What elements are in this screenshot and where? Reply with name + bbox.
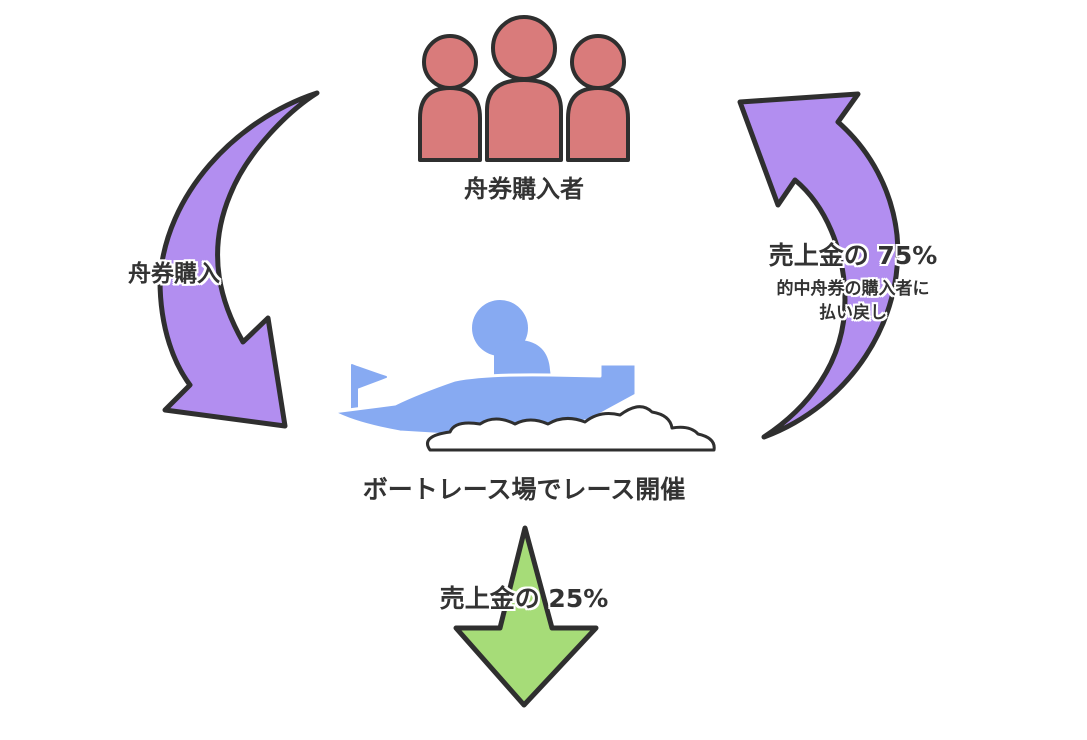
curved-arrow-up-icon	[737, 91, 901, 440]
buyers-label: 舟券購入者	[464, 175, 584, 203]
race-label: ボートレース場でレース開催	[362, 475, 686, 504]
purchase-label: 舟券購入	[128, 261, 220, 287]
payout-sub1-label: 的中舟券の購入者に	[776, 279, 930, 299]
flag-icon	[351, 364, 387, 411]
down-arrow-icon	[453, 525, 599, 708]
people-group-icon	[418, 15, 630, 162]
remainder-label: 売上金の 25%	[439, 584, 609, 613]
boat-racer-icon	[331, 300, 716, 452]
payout-main-label: 売上金の 75%	[768, 241, 938, 270]
curved-arrow-down-icon	[157, 90, 320, 429]
payout-sub2-label: 払い戻し	[819, 303, 887, 323]
wake-splash	[426, 405, 716, 452]
